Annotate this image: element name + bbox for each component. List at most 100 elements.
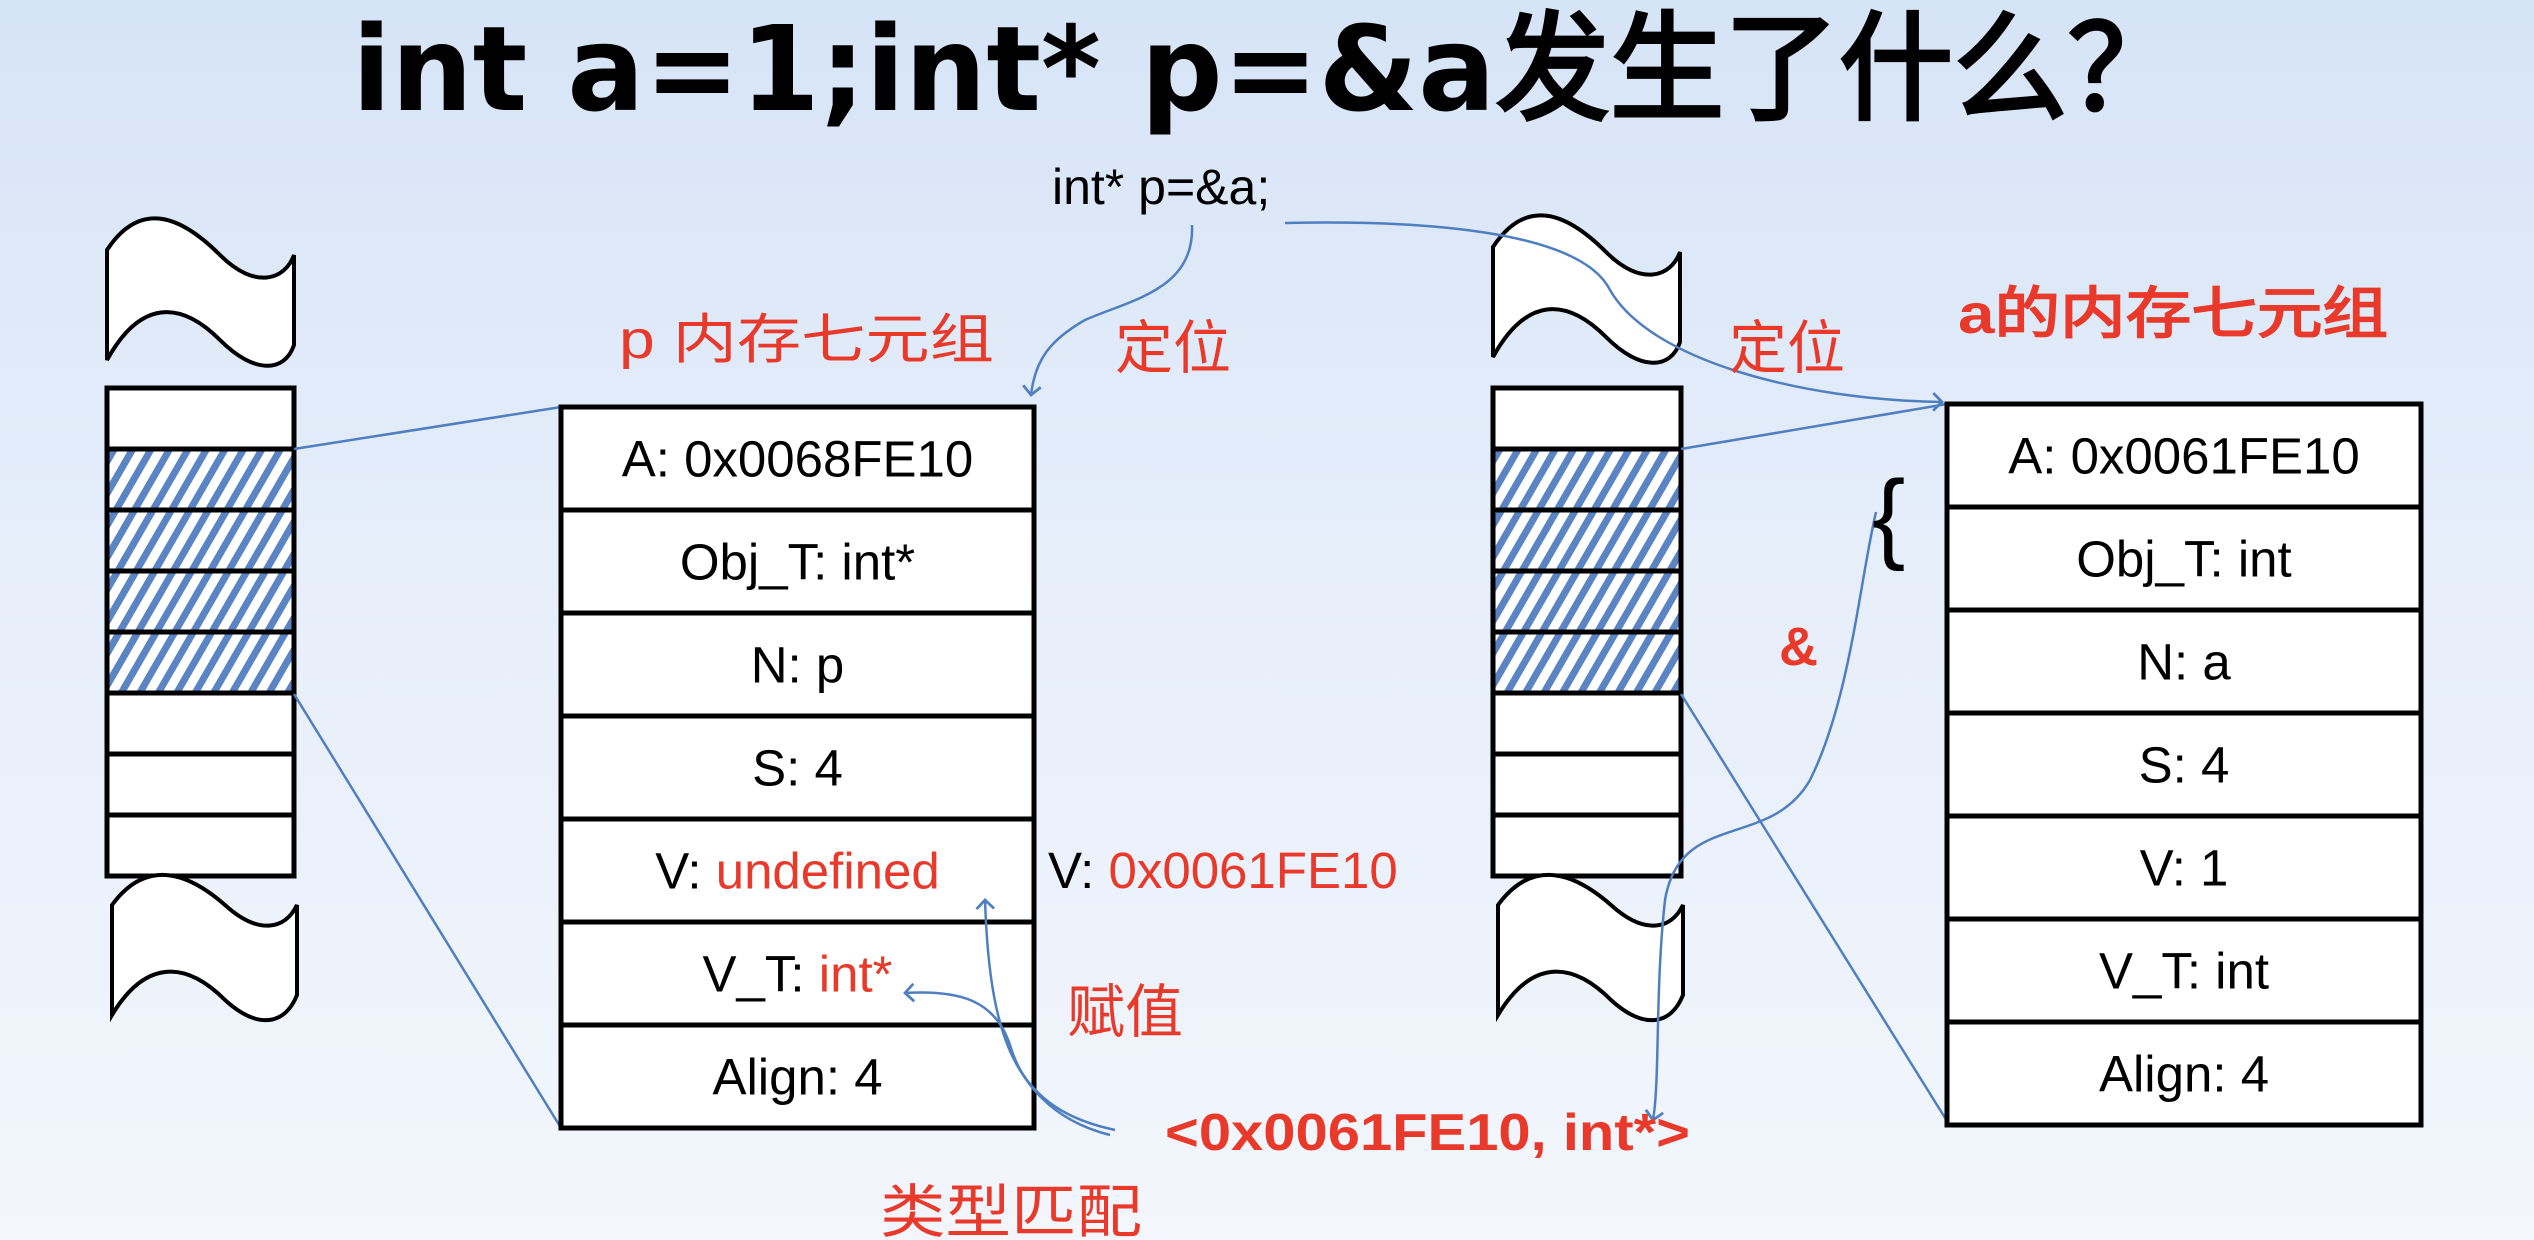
link-line <box>292 693 563 1129</box>
assigned-value-text: V: 0x0061FE10 <box>1048 842 1398 899</box>
tuple-row-text: Obj_T: int* <box>680 534 915 591</box>
tuple-field-value: 0x0068FE10 <box>684 431 973 488</box>
tuple-field-label: V_T: <box>703 946 819 1003</box>
tuple-row: V: 1 <box>1944 813 2424 922</box>
tuple-row-text: S: 4 <box>752 740 843 797</box>
tuple-row-box <box>1944 710 2424 819</box>
assign-label: 赋值 <box>1067 980 1183 1045</box>
tuple-field-label: S: <box>2139 737 2201 794</box>
tuple-field-label: N: <box>2137 634 2202 691</box>
memory-cell <box>1490 690 1684 757</box>
tuple-row: A: 0x0068FE10 <box>558 404 1037 513</box>
memory-break-bottom <box>1496 872 1685 1023</box>
memory-break-bottom <box>110 872 299 1023</box>
tuple-row: V: undefined <box>558 816 1037 925</box>
tuple-row-box <box>558 507 1037 616</box>
tuple-field-value: 4 <box>2241 1046 2269 1103</box>
tuple-field-value: undefined <box>716 843 940 900</box>
locate-label-right: 定位 <box>1729 316 1845 381</box>
tuple-field-value: int* <box>841 534 915 591</box>
a-tuple-caption: a的内存七元组 <box>1958 282 2388 345</box>
memory-break-top <box>1491 213 1682 365</box>
tuple-row-box <box>1944 401 2424 510</box>
tuple-row-box <box>1944 813 2424 922</box>
memory-cell <box>1490 812 1684 879</box>
tuple-field-value: int <box>2238 531 2292 588</box>
tuple-row: S: 4 <box>1944 710 2424 819</box>
tuple-row: N: a <box>1944 607 2424 716</box>
tuple-row-text: N: a <box>2137 634 2231 691</box>
tuple-field-value: 4 <box>854 1049 882 1106</box>
tuple-field-label: V: <box>655 843 715 900</box>
tuple-field-value: int* <box>819 946 893 1003</box>
link-line <box>293 405 562 451</box>
memory-cell <box>104 385 297 452</box>
memory-cell-occupied <box>1490 568 1684 635</box>
tuple-field-value: 0x0061FE10 <box>2071 428 2360 485</box>
tuple-row: V_T: int <box>1944 916 2424 1025</box>
tuple-field-value: p <box>816 637 844 694</box>
tuple-field-label: V: <box>1048 842 1108 899</box>
memory-cell-occupied <box>104 446 297 513</box>
tuple-field-label: A: <box>2008 428 2070 485</box>
memory-cell-occupied <box>104 507 297 574</box>
link-line <box>1679 693 1949 1122</box>
tuple-row-box <box>558 1022 1037 1131</box>
locate-arrow-left <box>1022 224 1194 397</box>
tuple-row-box <box>1944 607 2424 716</box>
tuple-row-text: A: 0x0061FE10 <box>2008 428 2360 485</box>
tuple-row-text: V_T: int <box>2099 943 2269 1000</box>
tuple-field-overlay-value: 0x0061FE10 <box>1108 842 1397 899</box>
p-tuple-caption: p 内存七元组 <box>619 310 994 370</box>
memory-cell <box>104 751 297 818</box>
tuple-row: V_T: int* <box>558 919 1037 1028</box>
tuple-row: N: p <box>558 610 1037 719</box>
tuple-field-value: 1 <box>2200 840 2228 897</box>
assign-arrow-type <box>903 982 1111 1137</box>
tuple-field-label: N: <box>751 637 816 694</box>
tuple-row: Align: 4 <box>558 1022 1037 1131</box>
locate-label-left: 定位 <box>1115 316 1231 381</box>
tuple-row: A: 0x0061FE10 <box>1944 401 2424 510</box>
tuple-field-label: V: <box>2140 840 2200 897</box>
locate-arrow-right <box>1284 221 1944 412</box>
tuple-row-box <box>558 919 1037 1028</box>
tuple-field-value: 4 <box>814 740 842 797</box>
memory-cell-occupied <box>1490 446 1684 513</box>
right-memory-column <box>1490 213 1685 1023</box>
tuple-row-text: S: 4 <box>2139 737 2230 794</box>
left-memory-column <box>104 216 299 1023</box>
memory-cell <box>104 690 297 757</box>
tuple-row-text: Align: 4 <box>712 1049 882 1106</box>
memory-cell-occupied <box>1490 629 1684 696</box>
link-line <box>1680 402 1948 451</box>
page-title: int a=1;int* p=&a发生了什么？ <box>352 0 2182 138</box>
tuple-row-box <box>558 713 1037 822</box>
address-arrow <box>1644 511 1878 1122</box>
tuple-row-text: N: p <box>751 637 845 694</box>
memory-cell <box>1490 385 1684 452</box>
address-operator: & <box>1779 617 1818 677</box>
tuple-row-text: V_T: int* <box>703 946 893 1003</box>
tuple-row: Obj_T: int* <box>558 507 1037 616</box>
tuple-field-label: Align: <box>712 1049 854 1106</box>
memory-cell-occupied <box>104 629 297 696</box>
tuple-field-value: 4 <box>2201 737 2229 794</box>
type-match-label: 类型匹配 <box>880 1180 1142 1240</box>
tuple-row-box <box>1944 1019 2424 1128</box>
tuple-row-text: Align: 4 <box>2099 1046 2269 1103</box>
result-tuple: <0x0061FE10, int*> <box>1165 1104 1690 1162</box>
memory-break-top <box>105 216 296 368</box>
tuple-field-label: Obj_T: <box>680 534 842 591</box>
memory-cell <box>104 812 297 879</box>
tuple-row: Obj_T: int <box>1944 504 2424 613</box>
tuple-field-label: A: <box>622 431 684 488</box>
tuple-field-value: int <box>2215 943 2269 1000</box>
tuple-row: S: 4 <box>558 713 1037 822</box>
tuple-row-box <box>558 404 1037 513</box>
memory-cell <box>1490 751 1684 818</box>
tuple-row-text: V: undefined <box>655 843 940 900</box>
